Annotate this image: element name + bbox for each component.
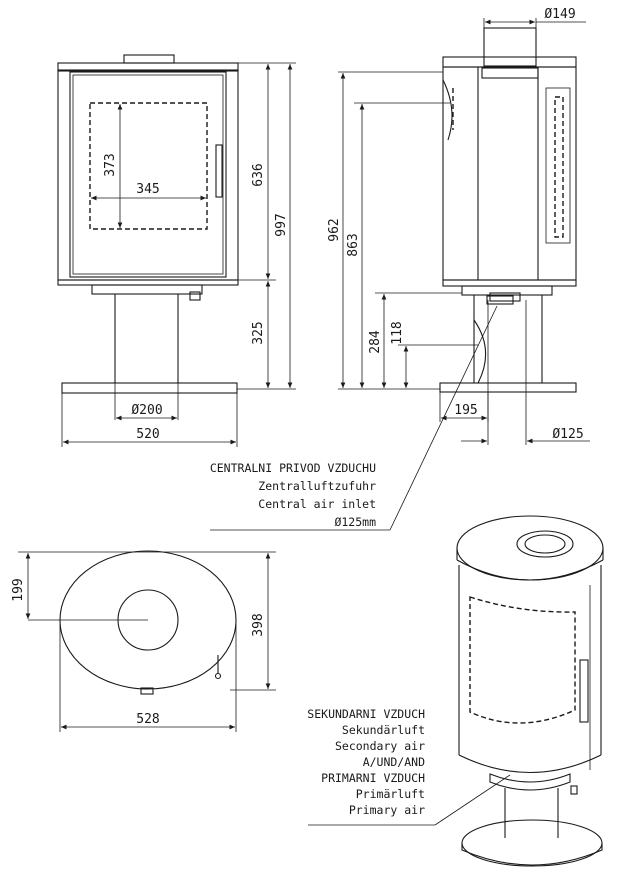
- dim-118: 118: [390, 321, 405, 344]
- dim-325: 325: [251, 321, 266, 344]
- dim-962: 962: [327, 218, 342, 241]
- dim-636: 636: [251, 163, 266, 186]
- dim-diameter-125: Ø125: [552, 427, 583, 442]
- dim-997: 997: [274, 213, 289, 236]
- secondary-air-label-cz: SEKUNDARNI VZDUCH: [307, 707, 425, 721]
- central-air-label-de: Zentralluftzufuhr: [258, 479, 376, 493]
- and-label: A/UND/AND: [363, 755, 425, 769]
- side-view: Ø149: [327, 7, 590, 445]
- dim-528: 528: [136, 712, 159, 727]
- central-air-label-diameter: Ø125mm: [334, 515, 376, 529]
- dim-863: 863: [346, 233, 361, 256]
- primary-air-label-cz: PRIMARNI VZDUCH: [321, 771, 425, 785]
- dim-520: 520: [136, 427, 159, 442]
- central-air-label-en: Central air inlet: [258, 497, 376, 511]
- primary-air-label-de: Primärluft: [356, 787, 425, 801]
- isometric-view: [456, 515, 604, 867]
- dim-199: 199: [11, 578, 26, 601]
- central-air-note: CENTRALNI PRIVOD VZDUCHU Zentralluftzufu…: [210, 305, 498, 531]
- dim-284: 284: [368, 330, 383, 354]
- top-view: 199 398 528: [11, 550, 276, 732]
- dim-195: 195: [454, 403, 477, 418]
- secondary-primary-air-note: SEKUNDARNI VZDUCH Sekundärluft Secondary…: [307, 707, 511, 826]
- dim-373: 373: [103, 153, 118, 176]
- secondary-air-label-en: Secondary air: [335, 739, 425, 753]
- secondary-air-label-de: Sekundärluft: [342, 723, 425, 737]
- dim-diameter-149: Ø149: [544, 7, 575, 22]
- central-air-label-cz: CENTRALNI PRIVOD VZDUCHU: [210, 461, 376, 475]
- primary-air-label-en: Primary air: [349, 803, 425, 817]
- front-view: 373 345 636 997 325 Ø200 520: [57, 54, 296, 447]
- dim-398: 398: [251, 613, 266, 636]
- dim-345: 345: [136, 182, 159, 197]
- dim-diameter-200: Ø200: [131, 403, 162, 418]
